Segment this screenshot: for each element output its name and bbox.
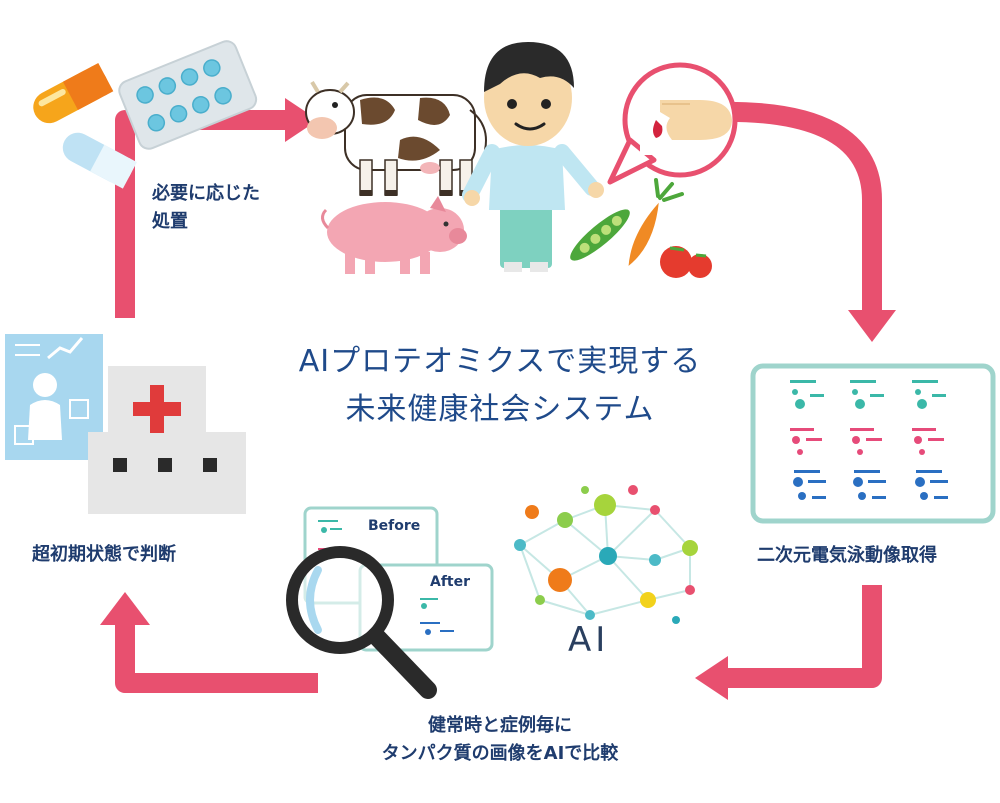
step-electrophoresis: 二次元電気泳動像取得 xyxy=(757,545,937,566)
cow-icon xyxy=(305,80,487,196)
arrow-head-right xyxy=(285,98,318,142)
step-treatment-line2: 処置 xyxy=(152,211,188,232)
after-label: After xyxy=(430,574,471,590)
arrow-head-down xyxy=(848,310,896,342)
arrow-to-judge xyxy=(115,625,318,693)
blister-pack-icon xyxy=(118,40,258,150)
blood-drop-icon xyxy=(653,120,663,138)
diagram-title-line2: 未来健康社会システム xyxy=(345,392,655,427)
medical-chart-icon xyxy=(5,334,103,460)
arrow-heads xyxy=(100,98,896,700)
step-compare-line2: タンパク質の画像をAIで比較 xyxy=(381,743,619,764)
step-judge: 超初期状態で判断 xyxy=(32,544,176,565)
vegetables-icon xyxy=(570,178,712,278)
arrow-to-electrophoresis xyxy=(714,101,882,310)
hospital-icon xyxy=(88,366,246,514)
arrow-head-left xyxy=(695,656,728,700)
step-treatment-line1: 必要に応じた xyxy=(152,183,260,204)
diagram-title-line1: AIプロテオミクスで実現する xyxy=(298,344,702,379)
capsule-pill-icon xyxy=(33,62,137,189)
arrow-head-up xyxy=(100,592,150,625)
blood-test-bubble xyxy=(607,62,738,185)
arrow-to-livestock xyxy=(115,110,285,318)
ai-network-icon xyxy=(514,485,698,624)
pig-icon xyxy=(321,196,467,274)
magnifier-icon xyxy=(286,546,437,699)
ai-label: AI xyxy=(568,620,610,660)
arrow-to-compare xyxy=(728,585,882,688)
electrophoresis-panel xyxy=(750,363,996,524)
step-compare-line1: 健常時と症例毎に xyxy=(428,715,572,736)
person-icon xyxy=(462,42,604,272)
before-label: Before xyxy=(368,518,421,534)
cycle-arrows xyxy=(115,101,882,693)
